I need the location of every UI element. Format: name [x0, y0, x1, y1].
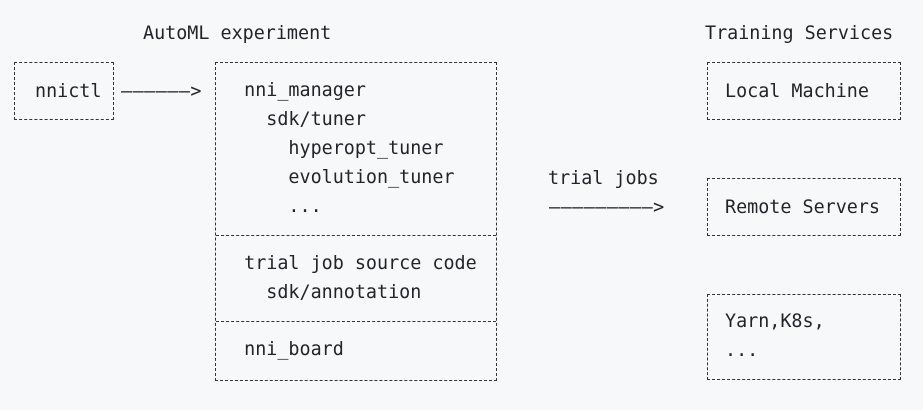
nni-board-section: nni_board [216, 321, 496, 378]
line-nni-manager: nni_manager [244, 80, 366, 101]
arrow-nnictl-to-manager: ——————> [121, 81, 203, 102]
line-trial-job-source-code: trial job source code [244, 253, 477, 274]
trial-source-section: trial job source code sdk/annotation [216, 235, 496, 321]
automl-experiment-header: AutoML experiment [143, 23, 332, 44]
nnictl-label: nnictl [35, 80, 102, 102]
manager-core-section: nni_manager sdk/tuner hyperopt_tuner evo… [216, 63, 496, 235]
line-nni-board: nni_board [244, 339, 344, 360]
yarn-k8s-label: Yarn,K8s, [725, 311, 825, 332]
service-box-yarn-k8s: Yarn,K8s, ... [707, 294, 901, 380]
line-hyperopt-tuner: hyperopt_tuner [288, 138, 444, 159]
line-sdk-tuner: sdk/tuner [266, 109, 366, 130]
local-machine-label: Local Machine [725, 80, 869, 102]
line-tuner-ellipsis: ... [288, 196, 322, 217]
arrow-manager-to-services: —————————> [549, 197, 665, 218]
line-evolution-tuner: evolution_tuner [288, 167, 455, 188]
service-box-local-machine: Local Machine [707, 62, 901, 120]
trial-jobs-label: trial jobs [548, 168, 659, 189]
nnictl-box: nnictl [14, 62, 114, 120]
service-box-remote-servers: Remote Servers [707, 178, 901, 236]
remote-servers-label: Remote Servers [725, 196, 881, 218]
line-sdk-annotation: sdk/annotation [266, 282, 422, 303]
manager-box: nni_manager sdk/tuner hyperopt_tuner evo… [215, 62, 497, 381]
training-services-header: Training Services [705, 23, 894, 44]
yarn-k8s-ellipsis-label: ... [725, 340, 759, 361]
